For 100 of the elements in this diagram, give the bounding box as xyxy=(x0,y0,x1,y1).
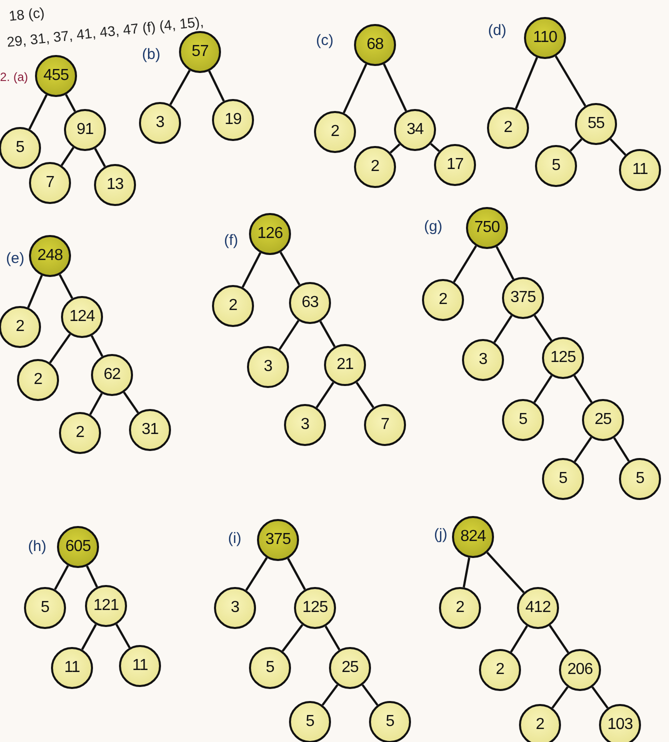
connector-line xyxy=(496,246,514,280)
factor-circle xyxy=(535,145,577,187)
number-text: 11 xyxy=(132,657,148,675)
number-text: 3 xyxy=(300,416,310,434)
number-text: 5 xyxy=(386,713,394,731)
number-text: 605 xyxy=(65,538,91,556)
number-text: 11 xyxy=(632,161,648,179)
number-circle xyxy=(29,235,71,277)
number-circle xyxy=(57,526,99,568)
factor-circle xyxy=(394,109,436,151)
factor-circle xyxy=(249,647,291,689)
factor-circle xyxy=(324,344,366,386)
number-circle xyxy=(354,24,396,66)
number-circle xyxy=(466,207,508,249)
number-text: 824 xyxy=(460,528,486,546)
connector-line xyxy=(610,138,626,156)
factor-circle xyxy=(59,412,101,454)
connector-line xyxy=(534,314,552,342)
factor-circle xyxy=(422,279,464,321)
factor-circle xyxy=(434,144,476,186)
part-label: (b) xyxy=(142,46,160,63)
number-text: 126 xyxy=(257,225,283,243)
number-text: 5 xyxy=(518,411,528,429)
factor-circle xyxy=(487,107,529,149)
answer-text: 18 (c) xyxy=(8,4,46,24)
number-text: 412 xyxy=(525,599,551,617)
factor-circle xyxy=(575,103,617,145)
number-text: 3 xyxy=(156,114,164,132)
number-text: 91 xyxy=(76,121,94,139)
part-label: (f) xyxy=(224,232,238,249)
number-text: 121 xyxy=(93,597,119,615)
factor-circle xyxy=(294,587,336,629)
number-circle xyxy=(249,213,291,255)
factor-circle xyxy=(17,359,59,401)
factor-circle xyxy=(119,645,161,687)
factor-circle xyxy=(61,296,103,338)
number-text: 750 xyxy=(474,219,500,237)
factor-circle xyxy=(289,282,331,324)
connector-line xyxy=(64,94,76,112)
number-text: 25 xyxy=(342,659,358,677)
factor-circle xyxy=(502,399,544,441)
connector-line xyxy=(86,566,98,588)
number-circle xyxy=(257,519,299,561)
factor-circle xyxy=(619,149,661,191)
connector-line xyxy=(548,624,570,654)
number-text: 68 xyxy=(366,36,384,54)
number-text: 2 xyxy=(370,158,380,176)
part-label: (h) xyxy=(28,538,46,555)
part-label: (e) xyxy=(6,250,24,267)
number-text: 7 xyxy=(380,416,390,434)
number-text: 31 xyxy=(142,421,158,439)
factor-circle xyxy=(354,146,396,188)
number-text: 110 xyxy=(532,29,557,47)
connector-line xyxy=(356,382,374,408)
number-text: 34 xyxy=(406,121,424,139)
connector-line xyxy=(462,557,470,588)
factor-circle xyxy=(289,701,331,742)
number-text: 5 xyxy=(552,157,560,175)
number-text: 25 xyxy=(594,411,612,429)
factor-circle xyxy=(517,587,559,629)
number-text: 5 xyxy=(636,470,644,488)
connector-line xyxy=(551,686,569,709)
number-text: 55 xyxy=(588,115,604,133)
connector-line xyxy=(287,558,306,590)
factor-circle xyxy=(559,649,601,691)
connector-line xyxy=(60,146,74,166)
connector-line xyxy=(570,138,582,152)
factor-circle xyxy=(479,649,521,691)
factor-circle xyxy=(284,404,326,446)
number-text: 125 xyxy=(302,599,328,617)
number-text: 7 xyxy=(46,174,54,192)
number-text: 57 xyxy=(192,43,208,61)
factor-circle xyxy=(364,404,406,446)
factor-circle xyxy=(542,458,584,500)
factor-circle xyxy=(94,164,136,206)
connector-line xyxy=(382,64,408,112)
number-circle xyxy=(179,31,221,73)
connector-line xyxy=(28,94,48,130)
connector-line xyxy=(554,56,586,106)
connector-line xyxy=(486,552,525,594)
connector-line xyxy=(514,57,538,109)
factor-circle xyxy=(29,162,71,204)
number-text: 2 xyxy=(504,119,512,137)
connector-line xyxy=(316,382,334,408)
connector-line xyxy=(49,334,71,364)
connector-line xyxy=(510,625,528,653)
factor-circle xyxy=(502,277,544,319)
factor-circle xyxy=(0,306,41,348)
connector-line xyxy=(282,624,304,652)
factor-circle xyxy=(247,346,289,388)
connector-line xyxy=(123,392,139,414)
factor-circle xyxy=(329,647,371,689)
factor-circle xyxy=(85,585,127,627)
connector-line xyxy=(81,624,97,650)
number-text: 5 xyxy=(16,139,24,157)
factor-circle xyxy=(212,99,254,141)
number-text: 21 xyxy=(336,356,354,374)
number-text: 2 xyxy=(496,661,504,679)
factor-circle xyxy=(0,127,41,169)
number-text: 17 xyxy=(446,156,464,174)
